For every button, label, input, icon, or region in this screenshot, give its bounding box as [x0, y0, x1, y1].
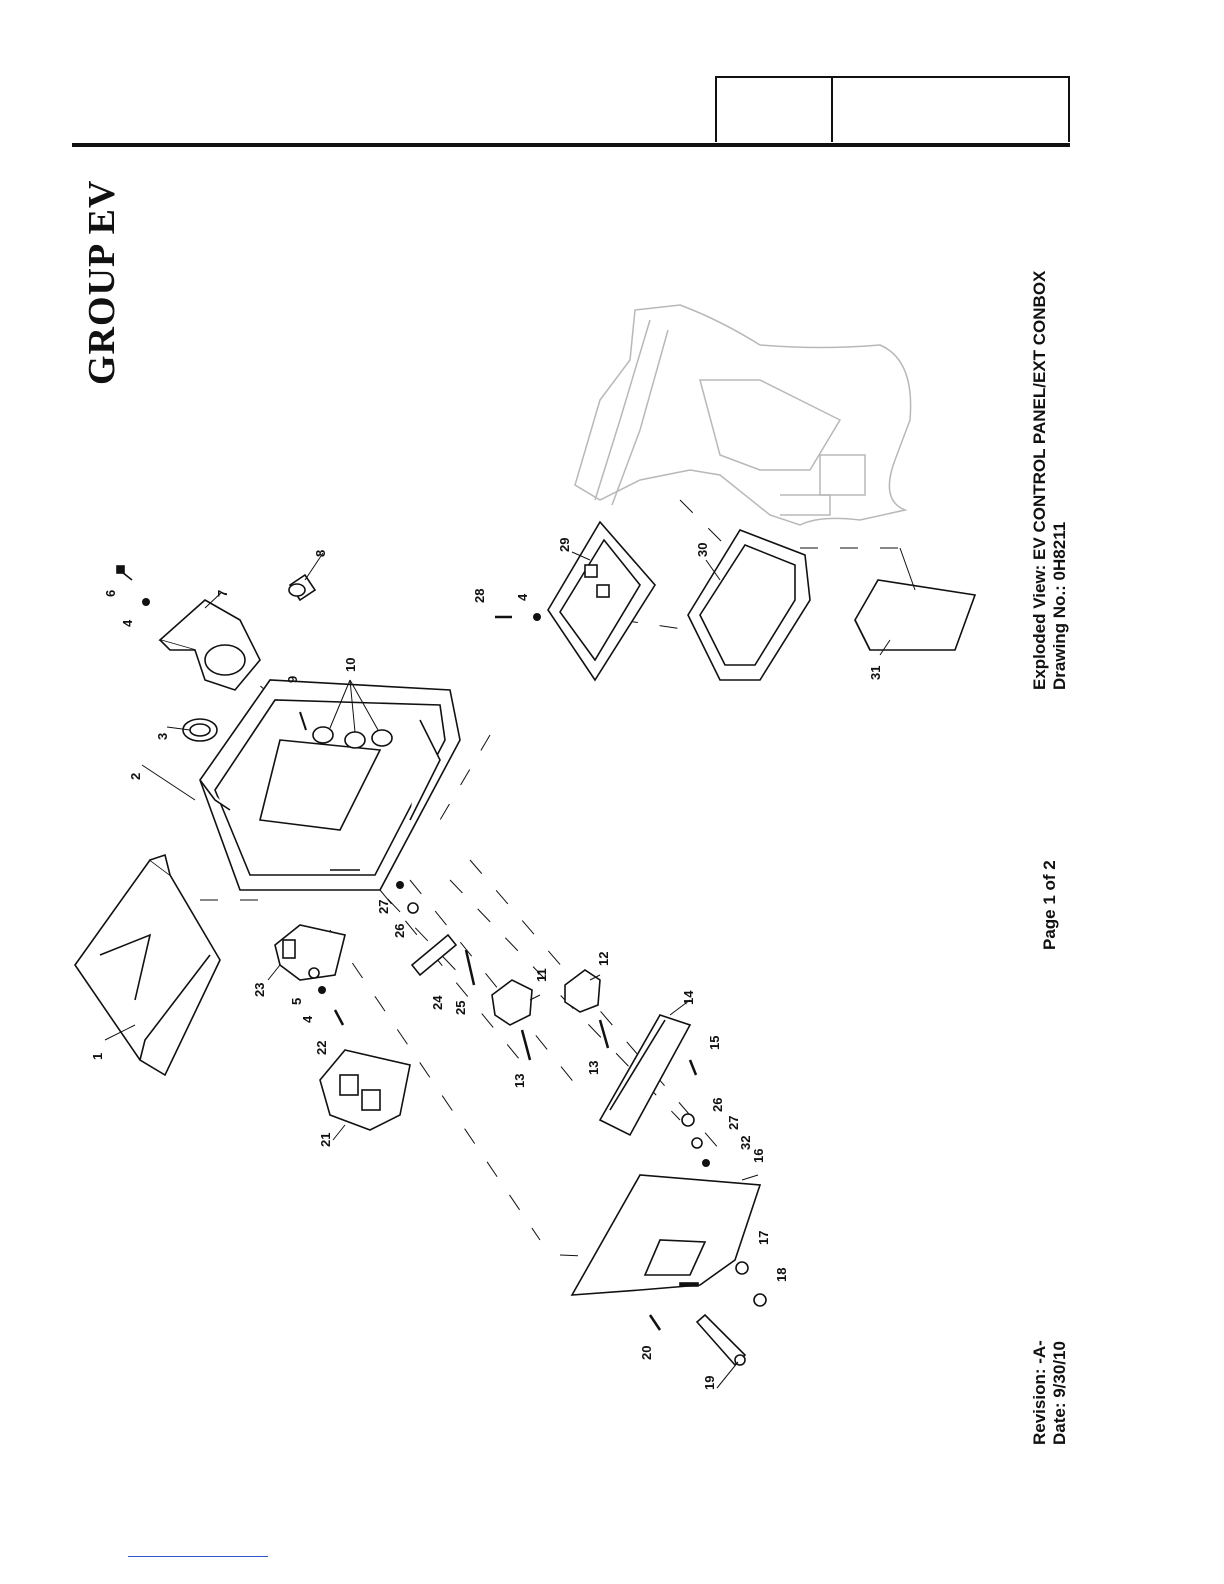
callout-6: 6 [103, 590, 118, 597]
footer-link-underline [128, 1556, 268, 1557]
part-1-cover [75, 855, 220, 1075]
callout-2: 2 [128, 773, 143, 780]
part-6-screw [117, 566, 132, 580]
callout-11: 11 [534, 968, 549, 982]
part-4-washer-right [533, 613, 541, 621]
callout-26-lower: 26 [710, 1098, 725, 1112]
part-17-nut [736, 1262, 748, 1274]
part-27-washer-lower [692, 1138, 702, 1148]
part-11-terminal-block [492, 980, 532, 1025]
part-31-block [855, 580, 975, 650]
callout-27-upper: 27 [376, 900, 391, 914]
part-5-lockwasher [309, 968, 319, 978]
callout-23: 23 [252, 983, 267, 997]
part-8-plug [289, 575, 315, 600]
part-26-nut-upper [408, 903, 418, 913]
part-2-control-box [200, 680, 460, 890]
callout-27-lower: 27 [726, 1116, 741, 1130]
callout-30: 30 [695, 543, 710, 557]
callout-18: 18 [774, 1268, 789, 1282]
callout-20: 20 [639, 1346, 654, 1360]
callout-16: 16 [751, 1149, 766, 1163]
callout-4-top: 4 [120, 619, 135, 627]
part-13-screw-a [522, 1030, 530, 1060]
part-15-screw [690, 1060, 696, 1075]
part-12-terminal-block [565, 970, 600, 1012]
part-13-screw-b [600, 1020, 608, 1048]
generator-housing-outline [575, 305, 911, 525]
part-22-screw [335, 1010, 343, 1025]
callout-17: 17 [756, 1231, 771, 1245]
part-25-screw [466, 950, 474, 985]
callout-32: 32 [738, 1136, 753, 1150]
callout-14: 14 [681, 990, 696, 1005]
callout-5: 5 [289, 998, 304, 1005]
callout-9: 9 [285, 676, 300, 683]
callout-31: 31 [868, 666, 883, 680]
part-24-terminal-strip [412, 935, 456, 975]
callout-12: 12 [596, 952, 611, 966]
part-4-washer-top [142, 598, 150, 606]
callout-24: 24 [430, 995, 445, 1010]
callout-28: 28 [472, 589, 487, 603]
part-27-washer-upper [396, 881, 404, 889]
part-18-bolt [754, 1294, 766, 1306]
part-26-nut-lower [682, 1114, 694, 1126]
part-19-strap [697, 1315, 745, 1365]
callout-3: 3 [155, 733, 170, 740]
callout-10: 10 [343, 658, 358, 672]
callout-13-b: 13 [586, 1061, 601, 1075]
callout-21: 21 [318, 1133, 333, 1147]
callout-26-upper: 26 [392, 924, 407, 938]
part-21-contactor [320, 1050, 410, 1130]
part-7-bracket [160, 600, 260, 690]
callout-13-a: 13 [512, 1074, 527, 1088]
callout-15: 15 [707, 1036, 722, 1050]
part-16-panel [572, 1175, 760, 1295]
callout-29: 29 [557, 538, 572, 552]
callout-4-right: 4 [515, 593, 530, 601]
callout-19: 19 [702, 1376, 717, 1390]
callout-25: 25 [453, 1001, 468, 1015]
part-20-screw [650, 1315, 660, 1330]
part-32-washer [702, 1159, 710, 1167]
callout-4-mid: 4 [300, 1015, 315, 1023]
part-4-washer-mid [318, 986, 326, 994]
callout-1: 1 [90, 1053, 105, 1060]
callout-22: 22 [314, 1041, 329, 1055]
